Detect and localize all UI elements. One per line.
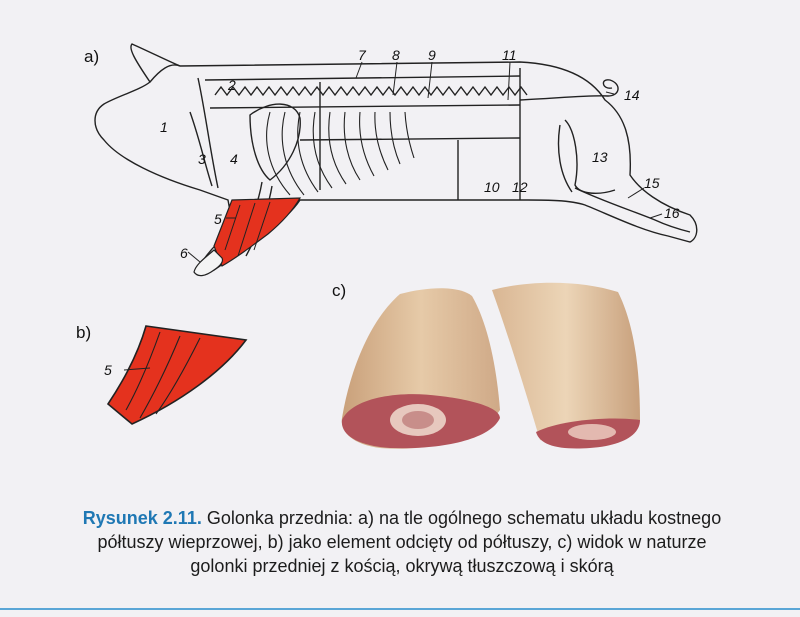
- part-number-14: 14: [624, 87, 640, 103]
- caption-line-1: Golonka przednia: a) na tle ogólnego sch…: [206, 508, 722, 528]
- vertebrae: [214, 85, 528, 97]
- panel-label-c: c): [332, 281, 346, 300]
- femur: [564, 119, 616, 194]
- panel-label-b: b): [76, 323, 91, 342]
- part-number-10: 10: [484, 179, 500, 195]
- shank-photo: [341, 282, 640, 449]
- caption-label: Rysunek 2.11.: [82, 508, 202, 528]
- spine-line: [209, 104, 521, 109]
- part-number-16: 16: [664, 205, 680, 221]
- back-line: [204, 75, 521, 81]
- part-number-1: 1: [160, 119, 168, 135]
- cut-shank-diagram: [106, 325, 248, 425]
- cut-shank-leader: [123, 367, 151, 371]
- hind-bone: [557, 124, 573, 193]
- pig-skeleton-diagram: [94, 43, 698, 273]
- carcass-outline: [94, 43, 698, 273]
- panel-label-a: a): [84, 47, 99, 66]
- bottom-rule: [0, 608, 800, 610]
- part-number-13: 13: [592, 149, 608, 165]
- shank-bone-lines: [224, 201, 271, 257]
- front-trotter: [193, 249, 224, 277]
- part-number-5: 5: [214, 211, 222, 227]
- part-number-8: 8: [392, 47, 400, 63]
- cut-shank-bones: [125, 331, 201, 419]
- left-shank-marrow: [402, 411, 434, 429]
- part-number-9: 9: [428, 47, 436, 63]
- right-shank: [492, 282, 640, 443]
- right-shank-bone: [568, 424, 616, 440]
- tail: [519, 79, 619, 101]
- front-shank-highlight: [213, 197, 302, 267]
- part-number-15: 15: [644, 175, 660, 191]
- cut-shank-shape: [106, 325, 248, 425]
- head-line: [197, 77, 219, 189]
- scapula: [249, 103, 301, 181]
- part-number-7: 7: [358, 47, 367, 63]
- caption-line-3: golonki przedniej z kością, okrywą tłusz…: [190, 556, 614, 576]
- part-number-2: 2: [227, 77, 236, 93]
- part-number-6: 6: [180, 245, 188, 261]
- jowl-line: [189, 111, 213, 187]
- caption-line-2: półtuszy wieprzowej, b) jako element odc…: [97, 532, 707, 552]
- ribs: [266, 111, 415, 196]
- part-number-12: 12: [512, 179, 528, 195]
- cut-shank-number-5: 5: [104, 362, 112, 378]
- tibia: [574, 187, 691, 233]
- leader-lines: [187, 61, 663, 263]
- belly-line: [299, 137, 521, 141]
- ear: [149, 64, 181, 83]
- part-number-3: 3: [198, 151, 206, 167]
- figure-caption: Rysunek 2.11. Golonka przednia: a) na tl…: [22, 506, 782, 578]
- part-number-11: 11: [502, 47, 517, 63]
- part-number-4: 4: [230, 151, 238, 167]
